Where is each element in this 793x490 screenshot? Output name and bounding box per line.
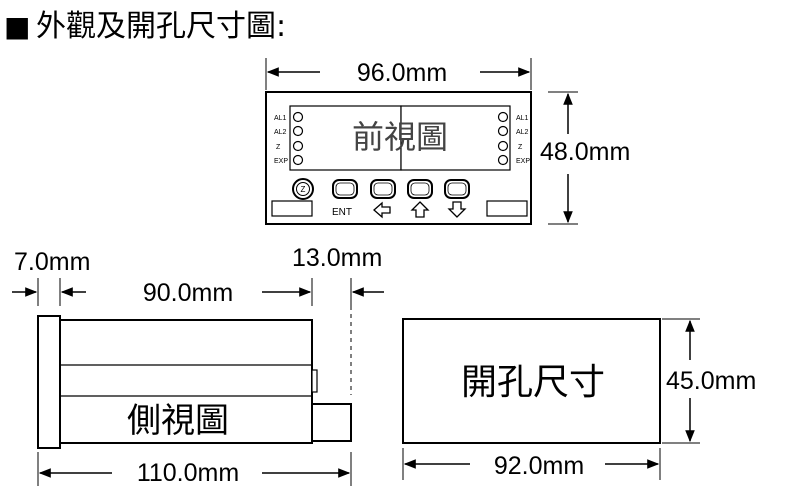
cutout-view: 開孔尺寸 45.0mm 92.0mm bbox=[402, 318, 756, 480]
zero-button-inner bbox=[296, 182, 310, 196]
cutout-label: 開孔尺寸 bbox=[461, 362, 605, 403]
indicator-led bbox=[292, 140, 304, 152]
indicator-led bbox=[292, 154, 304, 166]
up-key-inner bbox=[410, 182, 430, 196]
side-tab bbox=[311, 369, 318, 393]
indicator-label: AL2 bbox=[274, 129, 287, 136]
side-connector bbox=[311, 403, 352, 442]
label-slot-right bbox=[486, 200, 528, 217]
indicator-led bbox=[497, 125, 509, 137]
cutout-width-dimension: 92.0mm bbox=[494, 452, 584, 480]
indicator-led bbox=[497, 154, 509, 166]
cutout-rect bbox=[402, 318, 661, 444]
front-view-label: 前視圖 bbox=[352, 118, 448, 156]
ent-label: ENT bbox=[332, 207, 352, 218]
down-key-inner bbox=[447, 182, 467, 196]
side-view: 7.0mm 13.0mm 90.0mm 側視圖 110.0mm bbox=[12, 244, 384, 487]
heading: ■ 外觀及開孔尺寸圖: bbox=[4, 9, 286, 44]
indicator-led bbox=[292, 111, 304, 123]
indicator-label: Z bbox=[276, 144, 281, 151]
ent-button[interactable]: ENT bbox=[332, 179, 358, 218]
indicator-label: Z bbox=[518, 144, 523, 151]
indicator-label: AL1 bbox=[516, 115, 529, 122]
front-height-dimension: 48.0mm bbox=[540, 138, 630, 166]
indicator-led bbox=[292, 125, 304, 137]
arrow-left-icon bbox=[373, 201, 391, 219]
indicator-label: EXP bbox=[274, 158, 288, 165]
front-thickness-dimension: 7.0mm bbox=[14, 248, 90, 276]
shift-left-key-inner bbox=[373, 182, 393, 196]
down-button[interactable] bbox=[444, 179, 470, 218]
ent-key-inner bbox=[335, 182, 355, 196]
side-front-bezel bbox=[37, 315, 61, 449]
display-window-left bbox=[289, 105, 402, 171]
cutout-height-dimension: 45.0mm bbox=[666, 367, 756, 395]
shift-left-button[interactable] bbox=[370, 179, 396, 219]
arrow-up-icon bbox=[410, 201, 430, 218]
body-length-dimension: 90.0mm bbox=[143, 279, 233, 307]
heading-title: 外觀及開孔尺寸圖: bbox=[36, 9, 286, 44]
rear-dimension: 13.0mm bbox=[292, 244, 382, 272]
side-view-label: 側視圖 bbox=[127, 401, 229, 441]
indicator-label: EXP bbox=[516, 158, 530, 165]
front-width-dimension: 96.0mm bbox=[357, 59, 447, 87]
total-length-dimension: 110.0mm bbox=[137, 459, 239, 487]
up-button[interactable] bbox=[407, 179, 433, 218]
zero-button[interactable]: Z bbox=[292, 178, 314, 200]
left-indicators: AL1 AL2 Z EXP bbox=[274, 111, 304, 166]
indicator-label: AL1 bbox=[274, 115, 287, 122]
right-indicators: AL1 AL2 Z EXP bbox=[497, 111, 530, 166]
indicator-led bbox=[497, 140, 509, 152]
arrow-down-icon bbox=[447, 201, 467, 218]
side-body bbox=[59, 319, 313, 444]
indicator-label: AL2 bbox=[516, 129, 529, 136]
indicator-led bbox=[497, 111, 509, 123]
heading-marker: ■ bbox=[4, 10, 30, 43]
front-view: 96.0mm 48.0mm 前視圖 AL1 AL2 Z EXP bbox=[265, 58, 630, 225]
label-slot-left bbox=[271, 200, 313, 217]
display-window-right bbox=[400, 105, 511, 171]
zero-button-label: Z bbox=[301, 185, 306, 194]
